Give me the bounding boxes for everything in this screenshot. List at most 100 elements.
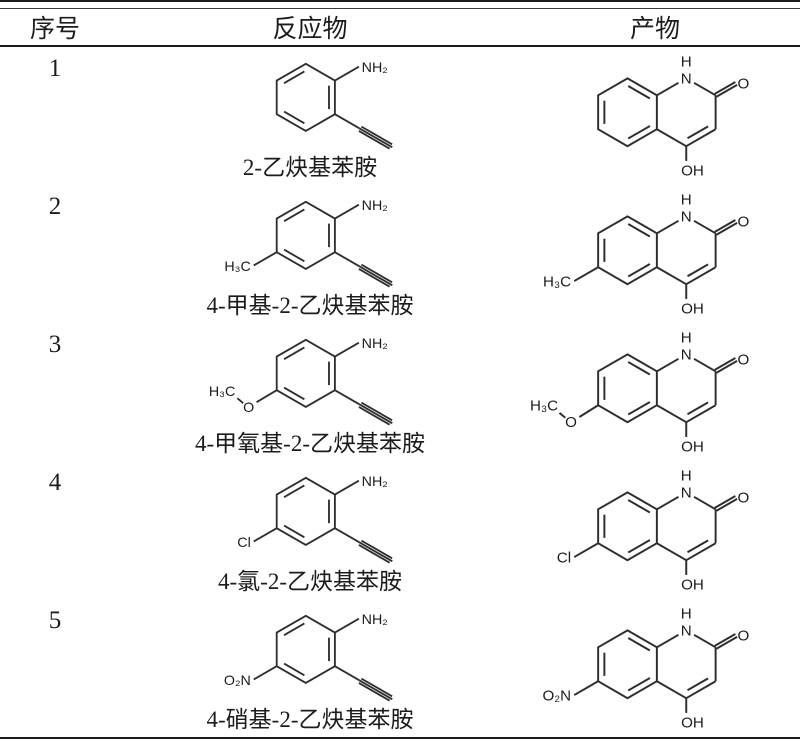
ethynyl-group: [334, 389, 393, 426]
methoxy-bond: [236, 397, 244, 404]
ethynyl-group: [334, 251, 393, 288]
reactant-cell: NH₂ 2-乙炔基苯胺: [110, 47, 510, 185]
nh-hydrogen-label: H: [681, 330, 692, 347]
carbonyl-oxygen-label: O: [737, 352, 749, 369]
substituent-bond: [253, 251, 278, 267]
methoxy-oxygen-label: O: [565, 414, 577, 431]
substituent-label: H₃C: [209, 384, 235, 400]
header-cell-reactant: 反应物: [272, 16, 348, 43]
row-number: 5: [48, 607, 62, 634]
hydroxyl-label: OH: [681, 577, 704, 594]
substituent-bond: [256, 389, 278, 403]
product-structure: H N O OH O H₃C: [530, 330, 749, 456]
reactant-cell: NH₂ H₃C 4-甲基-2-乙炔基苯胺: [110, 185, 510, 323]
table-row: 3 NH₂ O H₃C: [0, 323, 800, 461]
reactant-structure: NH₂ Cl: [237, 474, 393, 564]
product-cell: H N O OH H₃C: [510, 185, 800, 323]
amine-label: NH₂: [362, 336, 388, 352]
carbonyl-oxygen-label: O: [737, 214, 749, 231]
reactant-cell: NH₂ Cl 4-氯-2-乙炔基苯胺: [110, 461, 510, 599]
nh-hydrogen-label: H: [681, 606, 692, 623]
amine-bond: [334, 479, 360, 496]
amine-bond: [334, 617, 360, 634]
substituent-bond: [253, 527, 278, 543]
row-number: 2: [48, 193, 62, 220]
hydroxyl-label: OH: [681, 301, 704, 318]
carbonyl-bond: [714, 495, 738, 512]
quinolinone-rings: [597, 491, 717, 562]
carbonyl-bond: [714, 633, 738, 650]
reactant-structure: NH₂: [275, 60, 393, 150]
substituent-label: O₂N: [224, 673, 251, 689]
methoxy-oxygen-label: O: [243, 400, 254, 416]
reactant-caption: 4-甲氧基-2-乙炔基苯胺: [195, 430, 425, 456]
amine-bond: [334, 203, 360, 220]
hydroxyl-label: OH: [681, 715, 704, 732]
ring-nitrogen-label: N: [681, 208, 692, 225]
product-cell: H N O OH Cl: [510, 461, 800, 599]
product-structure: H N O OH H₃C: [543, 192, 749, 318]
substituent-label: Cl: [557, 550, 571, 567]
ethynyl-group: [334, 665, 393, 702]
amine-bond: [334, 341, 360, 358]
product-structure: H N O OH O₂N: [542, 606, 749, 732]
ring-nitrogen-label: N: [681, 70, 692, 87]
ring-nitrogen-label: N: [681, 346, 692, 363]
substituent-label: H₃C: [224, 259, 250, 275]
quinolinone-rings: [597, 629, 717, 700]
substituent-bond: [253, 665, 278, 681]
row-number: 4: [48, 469, 62, 496]
hydroxyl-label: OH: [681, 163, 704, 180]
reactant-cell: NH₂ O H₃C 4-甲氧基-2-乙炔基苯胺: [110, 323, 510, 461]
header-cell-product: 产物: [629, 16, 680, 43]
product-cell: H N O OH: [510, 47, 800, 185]
table-top-double-rule: [0, 2, 800, 9]
amine-label: NH₂: [362, 198, 388, 214]
substituent-bond: [573, 680, 599, 697]
benzene-ring: [275, 476, 336, 547]
benzene-ring: [275, 200, 336, 271]
substituent-label: H₃C: [543, 274, 571, 291]
ethynyl-group: [334, 527, 393, 564]
row-number: 1: [48, 55, 62, 82]
amine-label: NH₂: [362, 60, 388, 76]
quinolinone-rings: [597, 215, 717, 286]
header-cell-no: 序号: [29, 16, 80, 43]
table-row: 2 NH₂ H₃C 4-甲基-2-: [0, 185, 800, 323]
nh-hydrogen-label: H: [681, 54, 692, 71]
reactant-structure: NH₂ O H₃C: [209, 336, 393, 426]
substituent-bond: [573, 266, 599, 283]
amine-bond: [334, 65, 360, 82]
reactant-structure: NH₂ O₂N: [224, 612, 393, 702]
table-row: 1 NH₂ 2-乙炔基苯胺: [0, 47, 800, 185]
table-header-row: 序号 反应物 产物: [0, 9, 800, 47]
substituent-label: O₂N: [542, 688, 571, 705]
product-structure: H N O OH: [597, 54, 749, 180]
row-number: 3: [48, 331, 62, 358]
nh-hydrogen-label: H: [681, 192, 692, 209]
ring-nitrogen-label: N: [681, 484, 692, 501]
reactant-caption: 4-氯-2-乙炔基苯胺: [218, 568, 402, 594]
substituent-bond: [578, 404, 599, 419]
reactant-caption: 4-硝基-2-乙炔基苯胺: [206, 706, 414, 732]
table-row: 4 NH₂ Cl 4-氯-2-乙炔: [0, 461, 800, 599]
ethynyl-group: [334, 113, 393, 150]
table-row: 5 NH₂ O₂N 4-硝基-2-: [0, 599, 800, 737]
carbonyl-bond: [714, 219, 738, 236]
carbonyl-oxygen-label: O: [737, 76, 749, 93]
hydroxyl-label: OH: [681, 439, 704, 456]
nh-hydrogen-label: H: [681, 468, 692, 485]
carbonyl-oxygen-label: O: [737, 490, 749, 507]
ring-nitrogen-label: N: [681, 622, 692, 639]
amine-label: NH₂: [362, 612, 388, 628]
carbonyl-oxygen-label: O: [737, 628, 749, 645]
carbonyl-bond: [714, 81, 738, 98]
reactant-caption: 2-乙炔基苯胺: [242, 154, 378, 180]
benzene-ring: [275, 338, 336, 409]
product-cell: H N O OH O₂N: [510, 599, 800, 737]
substituent-bond: [573, 542, 599, 559]
benzene-ring: [275, 62, 336, 133]
reactant-cell: NH₂ O₂N 4-硝基-2-乙炔基苯胺: [110, 599, 510, 737]
product-cell: H N O OH O H₃C: [510, 323, 800, 461]
